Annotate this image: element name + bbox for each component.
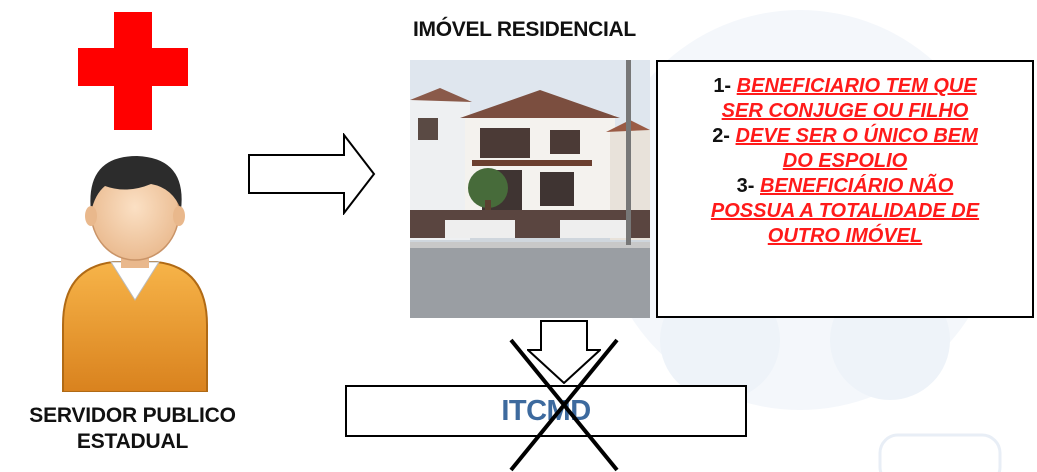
requirement-2-text-a: DEVE SER O ÚNICO BEM — [735, 125, 978, 147]
red-cross-icon — [78, 12, 188, 130]
requirement-3-text-c: OUTRO IMÓVEL — [767, 225, 923, 247]
requirement-3-text-a: BENEFICIÁRIO NÃO — [760, 175, 954, 197]
requirement-2-text-b: DO ESPOLIO — [782, 150, 908, 172]
right-arrow-icon — [248, 133, 376, 215]
imovel-title: IMÓVEL RESIDENCIAL — [413, 18, 636, 41]
requirement-3-number: 3- — [736, 175, 755, 197]
requirement-1-text-b: SER CONJUGE OU FILHO — [721, 100, 969, 122]
servidor-label: SERVIDOR PUBLICO ESTADUAL — [0, 403, 265, 455]
servidor-label-line2: ESTADUAL — [76, 430, 189, 453]
requirements-box: 1- BENEFICIARIO TEM QUE SER CONJUGE OU F… — [656, 60, 1034, 318]
requirement-2-number: 2- — [712, 125, 730, 147]
requirement-2: 2- DEVE SER O ÚNICO BEM DO ESPOLIO — [658, 124, 1032, 174]
crossed-out-x-icon — [509, 338, 619, 472]
servidor-person-icon — [62, 156, 208, 392]
requirement-3-text-b: POSSUA A TOTALIDADE DE — [710, 200, 980, 222]
servidor-label-line1: SERVIDOR PUBLICO — [29, 404, 236, 427]
house-photo — [410, 60, 650, 318]
requirement-1-text-a: BENEFICIARIO TEM QUE — [736, 75, 977, 97]
requirement-3: 3- BENEFICIÁRIO NÃO POSSUA A TOTALIDADE … — [658, 174, 1032, 249]
down-arrow-icon — [527, 320, 601, 384]
requirement-1: 1- BENEFICIARIO TEM QUE SER CONJUGE OU F… — [658, 74, 1032, 124]
requirement-1-number: 1- — [713, 75, 732, 97]
